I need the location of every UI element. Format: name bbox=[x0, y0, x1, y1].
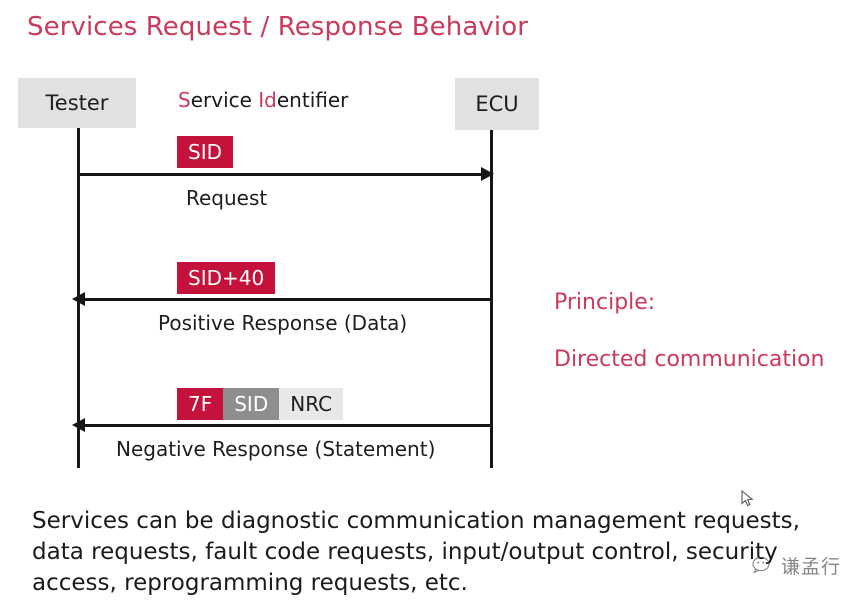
message-label-negative-response: Negative Response (Statement) bbox=[116, 437, 436, 461]
principle-heading: Principle: bbox=[554, 290, 656, 315]
caption-part-s: S bbox=[178, 88, 191, 112]
arrow-head-negative-response bbox=[72, 418, 85, 432]
payload-chips-negative-response: 7F SID NRC bbox=[177, 388, 344, 420]
mouse-pointer-icon bbox=[741, 489, 755, 508]
message-label-positive-response: Positive Response (Data) bbox=[158, 311, 408, 335]
actor-box-ecu: ECU bbox=[455, 78, 539, 130]
arrow-head-positive-response bbox=[72, 292, 85, 306]
service-identifier-caption: Service Identifier bbox=[178, 88, 348, 112]
chip-nrc: NRC bbox=[279, 388, 344, 420]
sequence-diagram: Tester ECU Service Identifier SID Reques… bbox=[0, 60, 570, 480]
footer-paragraph: Services can be diagnostic communication… bbox=[32, 508, 800, 596]
actor-label-tester: Tester bbox=[45, 91, 109, 115]
actor-label-ecu: ECU bbox=[475, 92, 519, 116]
message-line-negative-response bbox=[78, 424, 492, 427]
caption-part-entifier: entifier bbox=[276, 88, 349, 112]
page-title: Services Request / Response Behavior bbox=[27, 12, 528, 42]
caption-part-id: Id bbox=[258, 88, 277, 112]
chip-7f: 7F bbox=[177, 388, 224, 420]
actor-box-tester: Tester bbox=[18, 78, 136, 128]
chip-sid: SID bbox=[177, 136, 233, 168]
chip-sid-plus-40: SID+40 bbox=[177, 262, 276, 294]
watermark: 谦孟行 bbox=[752, 552, 841, 579]
payload-chips-request: SID bbox=[177, 136, 233, 168]
wechat-logo-icon bbox=[752, 556, 776, 576]
payload-chips-positive-response: SID+40 bbox=[177, 262, 276, 294]
message-label-request: Request bbox=[186, 186, 268, 210]
principle-body: Directed communication bbox=[554, 347, 825, 372]
watermark-text: 谦孟行 bbox=[781, 556, 842, 578]
message-line-request bbox=[78, 173, 492, 176]
caption-part-ervice: ervice bbox=[190, 88, 259, 112]
chip-sid-echo: SID bbox=[223, 388, 280, 420]
arrow-head-request bbox=[481, 167, 494, 181]
message-line-positive-response bbox=[78, 298, 492, 301]
